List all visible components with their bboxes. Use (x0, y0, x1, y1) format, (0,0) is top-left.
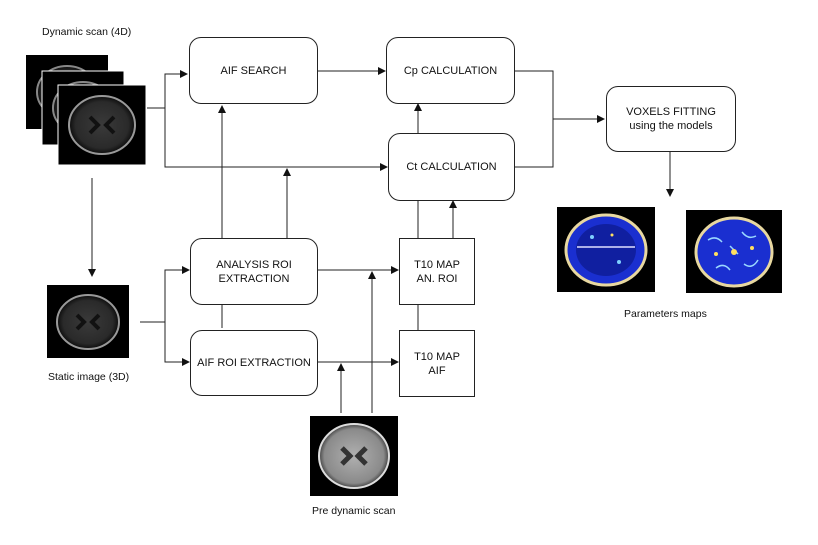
edge-dynamic-to-ct (164, 108, 388, 171)
edge-static-to-aif-roi (164, 322, 190, 366)
analysis-roi-subtext: EXTRACTION (218, 272, 290, 285)
analysis-roi-box: ANALYSIS ROI EXTRACTION (190, 238, 318, 305)
aif-search-text: AIF SEARCH (220, 64, 287, 77)
edge-dynamic-to-aif-search (147, 70, 188, 109)
aif-roi-text: AIF ROI EXTRACTION (197, 357, 311, 369)
ct-calculation-box: Ct CALCULATION (388, 133, 515, 201)
parameters-maps-label: Parameters maps (624, 308, 707, 320)
dynamic-scan-label: Dynamic scan (4D) (42, 26, 132, 38)
aif-roi-box: AIF ROI EXTRACTION (190, 330, 318, 396)
voxels-fitting-text: VOXELS FITTING (626, 106, 716, 118)
t10-aif-subtext: AIF (428, 364, 446, 377)
t10-aif-box: T10 MAP AIF (399, 330, 475, 397)
static-image (47, 285, 129, 358)
t10-an-roi-text: T10 MAP (414, 258, 460, 271)
t10-an-roi-box: T10 MAP AN. ROI (399, 238, 475, 305)
cp-calculation-text: Cp CALCULATION (403, 64, 498, 77)
pre-dynamic-image (310, 416, 398, 496)
aif-search-box: AIF SEARCH (189, 37, 318, 104)
parameter-map-1 (557, 207, 655, 292)
voxels-fitting-box: VOXELS FITTING using the models (606, 86, 736, 152)
edge-static-to-analysis-roi (140, 266, 190, 323)
edge-cp-to-fitting (515, 70, 554, 119)
static-image-label: Static image (3D) (48, 371, 130, 383)
dynamic-scan-image (26, 55, 147, 166)
ct-calculation-text: Ct CALCULATION (406, 161, 497, 173)
parameter-map-2 (686, 210, 782, 293)
edge-ct-to-fitting (515, 115, 605, 168)
analysis-roi-text: ANALYSIS ROI (216, 258, 292, 271)
cp-calculation-box: Cp CALCULATION (386, 37, 515, 104)
voxels-fitting-subtext: using the models (629, 120, 713, 132)
t10-an-roi-subtext: AN. ROI (416, 272, 458, 285)
t10-aif-text: T10 MAP (414, 350, 460, 363)
pre-dynamic-label: Pre dynamic scan (312, 505, 396, 517)
